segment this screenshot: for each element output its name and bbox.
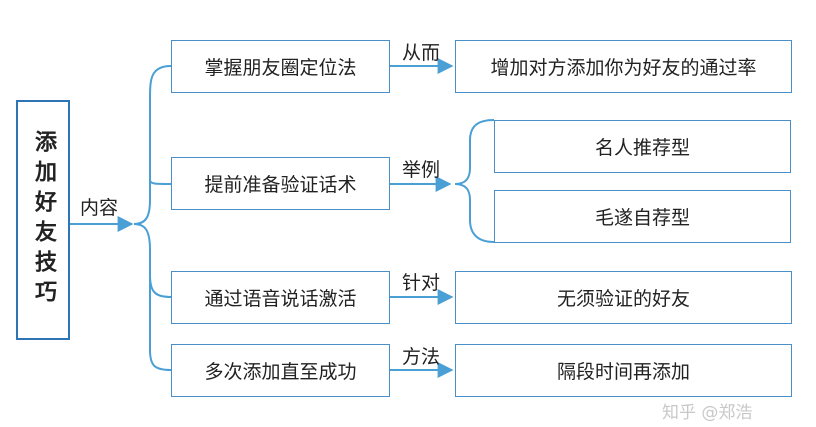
target-label: 无须验证的好友 (556, 288, 690, 310)
target-node-2b: 毛遂自荐型 (494, 190, 791, 243)
edge-label-3: 针对 (402, 272, 441, 294)
target-node-3: 无须验证的好友 (455, 271, 792, 324)
target-label: 毛遂自荐型 (594, 207, 690, 229)
root-node: 添加好友技巧 (16, 100, 70, 340)
split-brace (454, 119, 495, 243)
target-label: 名人推荐型 (594, 137, 690, 159)
edge-label-1: 从而 (402, 42, 441, 64)
root-edge-label: 内容 (80, 197, 119, 219)
branch-label: 提前准备验证话术 (204, 174, 357, 196)
edge-label-4: 方法 (402, 346, 441, 368)
branch-node-1: 掌握朋友圈定位法 (171, 40, 390, 93)
target-label: 增加对方添加你为好友的通过率 (490, 57, 757, 79)
target-node-2a: 名人推荐型 (494, 120, 791, 173)
hub-brace (133, 65, 172, 371)
edge-label-2: 举例 (402, 159, 441, 181)
branch-node-2: 提前准备验证话术 (171, 157, 390, 210)
watermark: 知乎 @郑浩 (662, 403, 753, 423)
branch-node-3: 通过语音说话激活 (171, 271, 390, 324)
target-node-1: 增加对方添加你为好友的通过率 (455, 40, 792, 93)
branch-label: 通过语音说话激活 (204, 288, 357, 310)
target-node-4: 隔段时间再添加 (455, 344, 792, 397)
target-label: 隔段时间再添加 (556, 361, 690, 383)
branch-node-4: 多次添加直至成功 (171, 344, 390, 397)
branch-label: 多次添加直至成功 (204, 361, 357, 383)
root-label: 添加好友技巧 (31, 130, 56, 310)
branch-label: 掌握朋友圈定位法 (204, 57, 357, 79)
